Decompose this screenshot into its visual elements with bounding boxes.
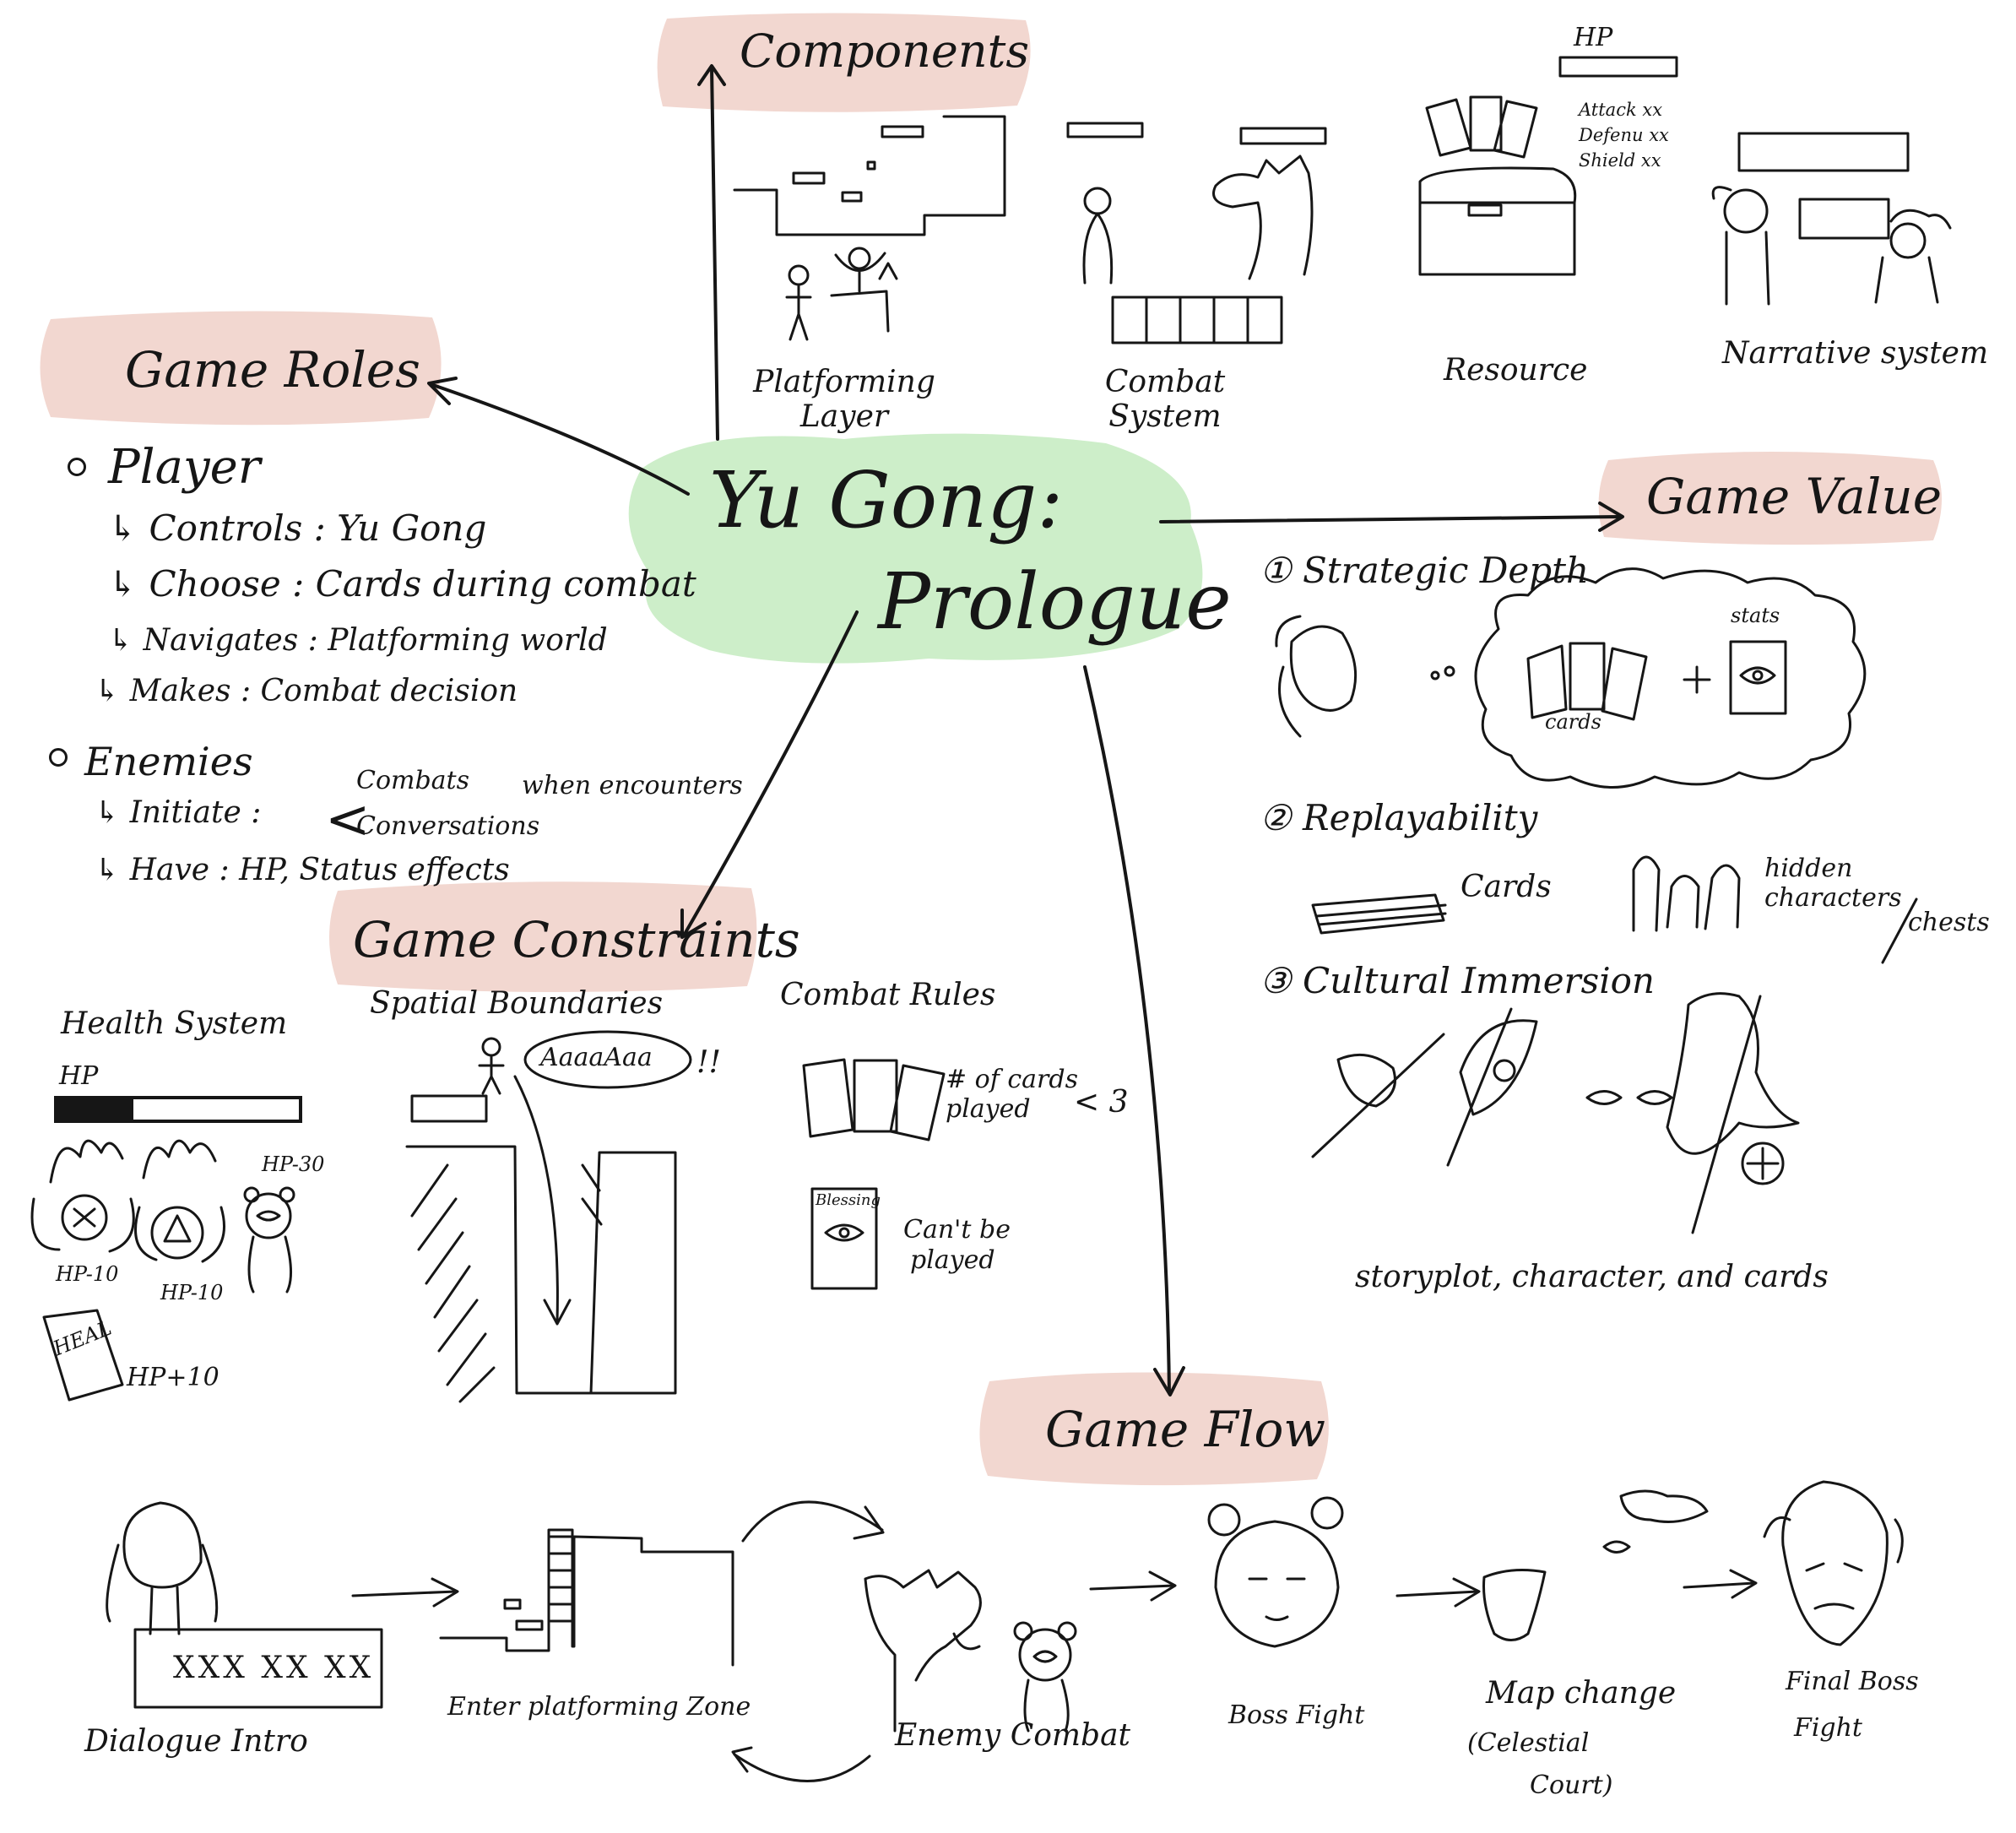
health-hp-label: HP xyxy=(59,1061,99,1091)
enemies-bullet xyxy=(49,748,68,767)
health-system-label: Health System xyxy=(61,1006,288,1041)
enemies-initiate: ↳ Initiate : xyxy=(95,795,262,830)
enter-zone-sketch xyxy=(439,1500,885,1782)
value-cards-label: cards xyxy=(1545,710,1601,734)
value-cultural-immersion: ③ Cultural Immersion xyxy=(1260,960,1655,1001)
flow-enemy-combat: Enemy Combat xyxy=(895,1718,1131,1753)
hp-bar xyxy=(54,1096,302,1123)
combat-sketch xyxy=(1066,122,1327,344)
health-monsters xyxy=(30,1139,295,1402)
dialogue-sketch xyxy=(106,1501,459,1709)
resource-hp-label: HP xyxy=(1574,23,1613,52)
spatial-scream: AaaaAaa xyxy=(540,1043,653,1072)
value-caption: storyplot, character, and cards xyxy=(1355,1260,1829,1294)
bubble-game-flow xyxy=(979,1372,1329,1486)
stat-shield: Shield xx xyxy=(1579,150,1661,171)
initiate-brace: < xyxy=(325,789,371,851)
bubble-game-constraints xyxy=(329,881,757,993)
initiate-conversations: Conversations xyxy=(356,811,540,841)
player-item-2: ↳ Choose : Cards during combat xyxy=(108,563,696,605)
center-title-line1: Yu Gong: xyxy=(709,455,1064,545)
flow-map-court: Court) xyxy=(1530,1771,1613,1800)
game-value-heading: Game Value xyxy=(1646,468,1943,525)
when-encounters: when encounters xyxy=(522,771,743,800)
replayability-sketch xyxy=(1311,855,1918,964)
arrow-to-components xyxy=(697,64,726,441)
spatial-exclaim: !! xyxy=(696,1045,721,1080)
health-hp-minus-10-a: HP-10 xyxy=(56,1262,119,1286)
health-hp-minus-30: HP-30 xyxy=(262,1152,325,1176)
resource-sketch xyxy=(1418,56,1678,276)
components-heading: Components xyxy=(740,24,1030,78)
strategic-depth-sketch xyxy=(1275,567,1867,789)
flow-map-celestial: (Celestial xyxy=(1467,1728,1590,1758)
flow-boss-fight: Boss Fight xyxy=(1228,1700,1365,1730)
value-strategic-depth: ① Strategic Depth xyxy=(1260,550,1590,591)
boss-sketch xyxy=(1207,1496,1481,1648)
enemies-heading: Enemies xyxy=(84,739,253,784)
resource-label: Resource xyxy=(1444,353,1588,388)
flow-enter-platforming: Enter platforming Zone xyxy=(447,1692,751,1722)
combat-rules-sketch xyxy=(802,1058,946,1290)
health-hp-minus-10-b: HP-10 xyxy=(160,1281,224,1304)
enemies-have: ↳ Have : HP, Status effects xyxy=(95,853,510,887)
rule-less-than-3: < 3 xyxy=(1074,1085,1129,1120)
player-item-1: ↳ Controls : Yu Gong xyxy=(108,507,487,549)
arrow-to-roles xyxy=(427,377,690,496)
arrow-to-constraints xyxy=(680,610,859,939)
stat-attack: Attack xx xyxy=(1579,100,1663,120)
arrow-to-flow xyxy=(1083,665,1185,1396)
game-roles-heading: Game Roles xyxy=(125,341,420,399)
player-bullet xyxy=(68,458,86,476)
blessing-card-label: Blessing xyxy=(816,1191,881,1209)
combat-rules-label: Combat Rules xyxy=(780,978,996,1012)
stat-defense: Defenu xx xyxy=(1579,125,1669,145)
spatial-sketch xyxy=(405,1030,692,1403)
map-change-sketch xyxy=(1482,1489,1758,1641)
bubble-components xyxy=(657,13,1031,112)
dialogue-box-text: XXX XX XX xyxy=(173,1651,375,1685)
player-item-4: ↳ Makes : Combat decision xyxy=(95,674,518,708)
flow-final-fight: Fight xyxy=(1794,1713,1862,1743)
health-hp-plus-10: HP+10 xyxy=(127,1363,219,1392)
value-stats-label: stats xyxy=(1731,604,1780,627)
value-chests: chests xyxy=(1908,908,1990,937)
center-title-line2: Prologue xyxy=(878,556,1232,647)
narrative-sketch xyxy=(1711,132,1952,306)
cultural-immersion-sketch xyxy=(1311,992,1800,1234)
game-flow-heading: Game Flow xyxy=(1045,1401,1326,1458)
combat-system-label: Combat System xyxy=(1104,365,1226,435)
bubble-game-value xyxy=(1598,452,1942,545)
narrative-system-label: Narrative system xyxy=(1722,336,1989,371)
flow-dialogue-intro: Dialogue Intro xyxy=(84,1724,308,1759)
rule-cant-be: Can't be xyxy=(903,1215,1011,1245)
bubble-center xyxy=(628,433,1203,664)
game-constraints-heading: Game Constraints xyxy=(353,911,800,968)
flow-final-boss: Final Boss xyxy=(1786,1667,1919,1696)
value-cards: Cards xyxy=(1461,870,1552,904)
platforming-label: Platforming Layer xyxy=(753,365,935,435)
value-replayability: ② Replayability xyxy=(1260,797,1538,838)
rule-cards-played: # of cards played xyxy=(946,1065,1079,1124)
flow-map-change: Map change xyxy=(1486,1676,1677,1711)
initiate-combats: Combats xyxy=(356,766,470,795)
player-heading: Player xyxy=(108,440,261,495)
value-hidden-characters: hidden characters xyxy=(1764,854,1902,913)
spatial-boundaries-label: Spatial Boundaries xyxy=(370,986,664,1021)
arrow-to-value xyxy=(1159,502,1624,532)
platforming-sketch xyxy=(733,115,1006,341)
final-boss-sketch xyxy=(1763,1480,1904,1646)
bubble-game-roles xyxy=(40,311,442,426)
enemy-combat-sketch xyxy=(864,1569,1177,1733)
player-item-3: ↳ Navigates : Platforming world xyxy=(108,623,608,658)
rule-played: played xyxy=(910,1245,995,1275)
